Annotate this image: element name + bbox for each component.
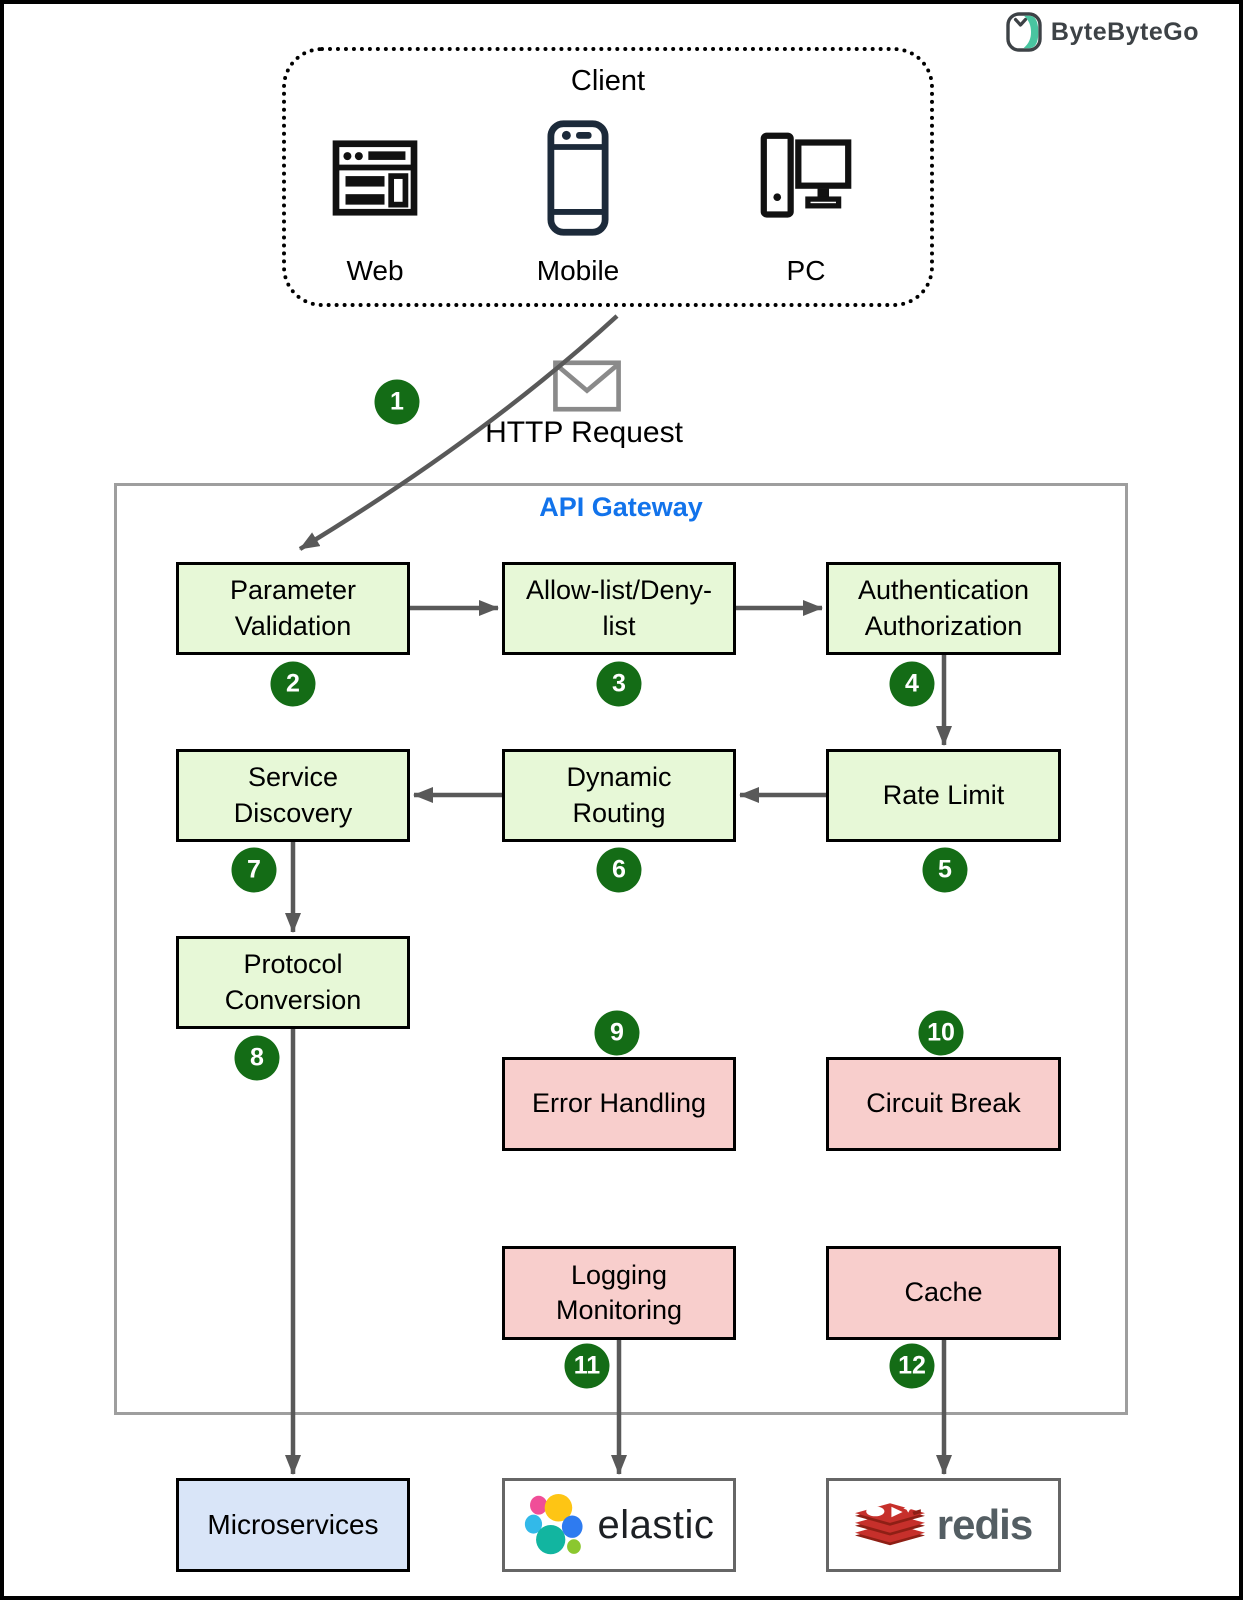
step-circle-11: 11 [564, 1343, 610, 1389]
node-protocol-conversion: Protocol Conversion [176, 936, 410, 1029]
backend-elastic: elastic [502, 1478, 736, 1572]
client-title: Client [570, 65, 646, 97]
backend-redis: redis [826, 1478, 1061, 1572]
node-parameter-validation: Parameter Validation [176, 562, 410, 655]
node-service-discovery: Service Discovery [176, 749, 410, 842]
brand-name: ByteByteGo [1050, 17, 1199, 46]
step-circle-9: 9 [594, 1010, 640, 1056]
smartphone-icon [493, 115, 663, 241]
node-authentication-authorization: Authentication Authorization [826, 562, 1061, 655]
step-circle-5: 5 [922, 847, 968, 893]
envelope-icon [551, 360, 623, 417]
bytebytego-logo: ByteByteGo [1006, 12, 1199, 52]
step-circle-10: 10 [918, 1010, 964, 1056]
device-label-web: Web [346, 255, 404, 286]
client-device-web: Web [290, 115, 460, 287]
node-logging-monitoring: Logging Monitoring [502, 1246, 736, 1340]
redis-logo-icon [854, 1503, 925, 1546]
redis-wordmark: redis [936, 1501, 1033, 1548]
backend-microservices: Microservices [176, 1478, 410, 1572]
node-dynamic-routing: Dynamic Routing [502, 749, 736, 842]
http-request-label: HTTP Request [485, 416, 683, 449]
client-group: Client Web [282, 47, 934, 307]
browser-icon [290, 115, 460, 241]
api-gateway-title: API Gateway [539, 492, 703, 522]
device-label-pc: PC [786, 255, 826, 286]
step-circle-2: 2 [270, 661, 316, 707]
device-label-mobile: Mobile [536, 255, 620, 286]
step-circle-8: 8 [234, 1035, 280, 1081]
step-circle-12: 12 [889, 1343, 935, 1389]
client-device-mobile: Mobile [493, 115, 663, 287]
bytebytego-owl-icon [1006, 12, 1042, 52]
step-circle-4: 4 [889, 661, 935, 707]
node-error-handling: Error Handling [502, 1057, 736, 1151]
desktop-icon [721, 115, 891, 241]
node-circuit-break: Circuit Break [826, 1057, 1061, 1151]
elastic-logo-icon [524, 1494, 583, 1555]
elastic-wordmark: elastic [597, 1502, 715, 1547]
node-cache: Cache [826, 1246, 1061, 1340]
step-circle-1: 1 [374, 379, 420, 425]
step-circle-6: 6 [596, 847, 642, 893]
node-allow-deny-list: Allow-list/Deny- list [502, 562, 736, 655]
node-rate-limit: Rate Limit [826, 749, 1061, 842]
step-circle-7: 7 [231, 847, 277, 893]
client-device-pc: PC [721, 115, 891, 287]
step-circle-3: 3 [596, 661, 642, 707]
